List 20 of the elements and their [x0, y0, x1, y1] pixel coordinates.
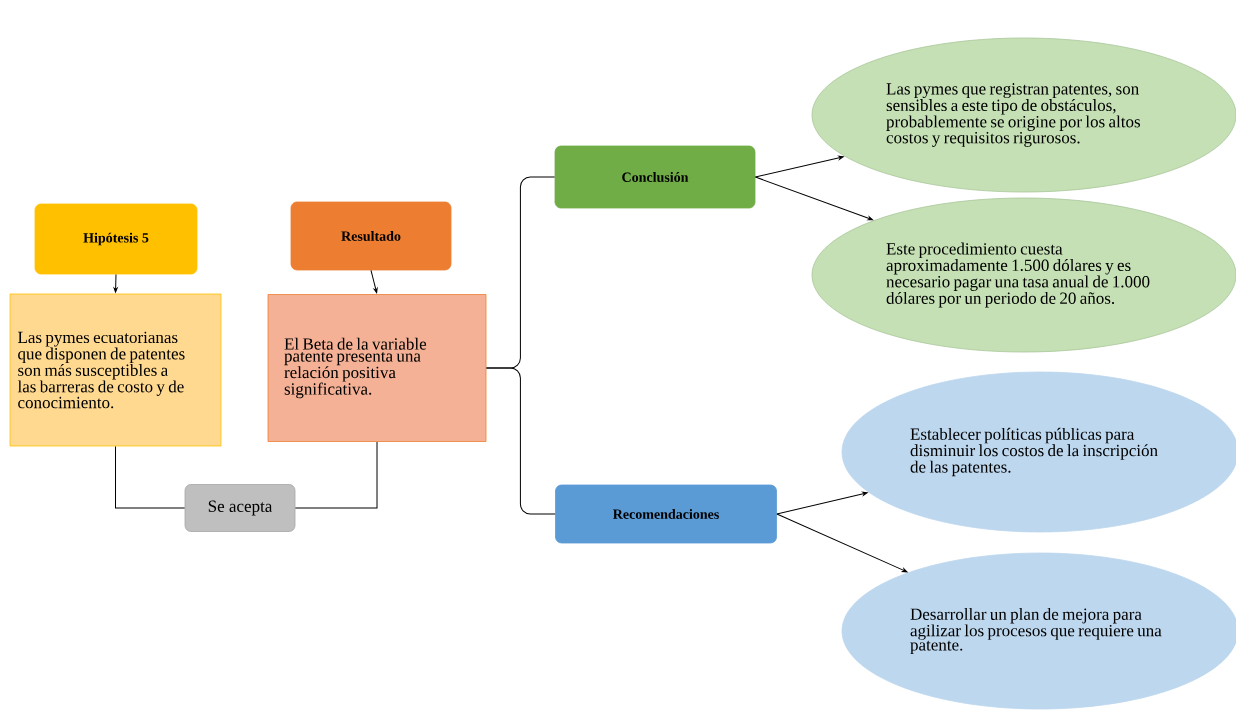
connector-line [294, 441, 378, 509]
arrow [113, 273, 118, 293]
arrow [776, 491, 868, 515]
arrow [754, 176, 874, 221]
result-box: Se acepta [184, 484, 296, 532]
heading-box: Conclusión [554, 145, 756, 209]
ellipse-node: Este procedimiento cuesta aproximadamente 1.500 dólares y es necesario pagar una tasa anual de 1.000 dólares por un periodo de 20 años. [811, 197, 1236, 353]
heading-box: Hipótesis 5 [34, 203, 198, 275]
ellipse-node: Las pymes que registran patentes, son sensibles a este tipo de obstáculos, probablemente se origine por los altos costos y requisitos rigurosos. [811, 37, 1236, 193]
heading-box: Resultado [290, 201, 452, 271]
text-box: Las pymes ecuatorianas que disponen de patentes son más susceptibles a las barreras de costo y de conocimiento. [9, 293, 222, 447]
text-box: El Beta de la variable patente presenta una relación positiva significativa. [267, 294, 487, 442]
arrow [754, 155, 844, 178]
heading-box: Recomendaciones [555, 484, 777, 544]
arrow [370, 269, 378, 294]
arrow [776, 513, 908, 573]
ellipse-node: Desarrollar un plan de mejora para agilizar los procesos que requiere una patente. [841, 552, 1236, 710]
ellipse-node: Establecer políticas públicas para disminuir los costos de la inscripción de las patentes. [841, 371, 1236, 533]
connector-line [485, 367, 556, 515]
connector-line [115, 445, 186, 509]
